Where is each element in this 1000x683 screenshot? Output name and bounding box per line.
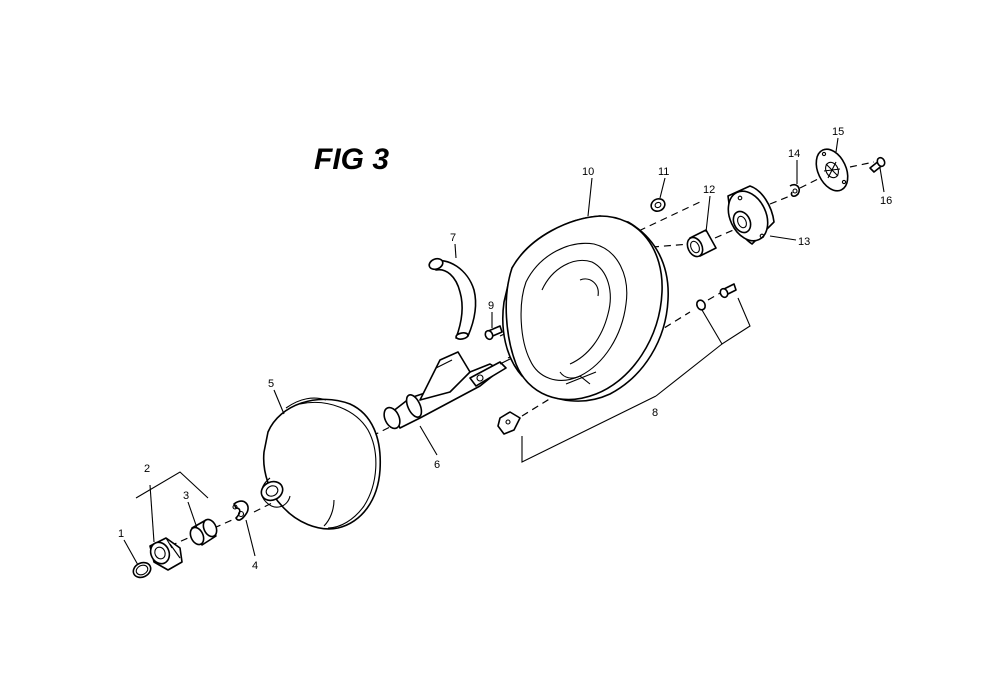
callout-5: 5 bbox=[268, 378, 274, 390]
part-7-curved-hose bbox=[428, 257, 477, 340]
callout-7: 7 bbox=[450, 232, 456, 244]
part-6-shaft-assembly bbox=[383, 351, 513, 430]
part-2-hex-bushing bbox=[149, 537, 183, 571]
callout-3: 3 bbox=[183, 490, 189, 502]
part-15-end-plate bbox=[815, 148, 849, 192]
part-12-bushing bbox=[686, 229, 717, 258]
part-4-retaining-clip bbox=[232, 500, 249, 521]
callout-1: 1 bbox=[118, 528, 124, 540]
callout-12: 12 bbox=[703, 184, 715, 196]
callout-6: 6 bbox=[434, 459, 440, 471]
callout-15: 15 bbox=[832, 126, 844, 138]
part-14-small-clip bbox=[789, 183, 801, 197]
callout-10: 10 bbox=[582, 166, 594, 178]
callout-8: 8 bbox=[652, 407, 658, 419]
callout-9: 9 bbox=[488, 300, 494, 312]
leader-lines bbox=[123, 137, 885, 566]
callout-16: 16 bbox=[880, 195, 892, 207]
part-3-sleeve bbox=[189, 518, 218, 546]
part-16-screw bbox=[869, 156, 886, 173]
callout-11: 11 bbox=[658, 166, 669, 178]
callout-2: 2 bbox=[144, 463, 150, 475]
part-13-flange-hub bbox=[727, 185, 775, 245]
callout-14: 14 bbox=[788, 148, 800, 160]
figure-title: FIG 3 bbox=[314, 143, 389, 176]
callout-labels: 1 2 3 4 5 6 7 8 9 10 11 12 13 14 15 16 bbox=[118, 126, 892, 572]
part-5-housing-cover bbox=[260, 397, 382, 530]
part-1-o-ring bbox=[132, 561, 152, 579]
part-11-washer bbox=[650, 198, 666, 212]
callout-4: 4 bbox=[252, 560, 258, 572]
part-10-drum bbox=[502, 215, 669, 402]
callout-13: 13 bbox=[798, 236, 810, 248]
part-9-screw bbox=[484, 325, 503, 341]
part-8-bracket-fasteners bbox=[497, 283, 737, 435]
